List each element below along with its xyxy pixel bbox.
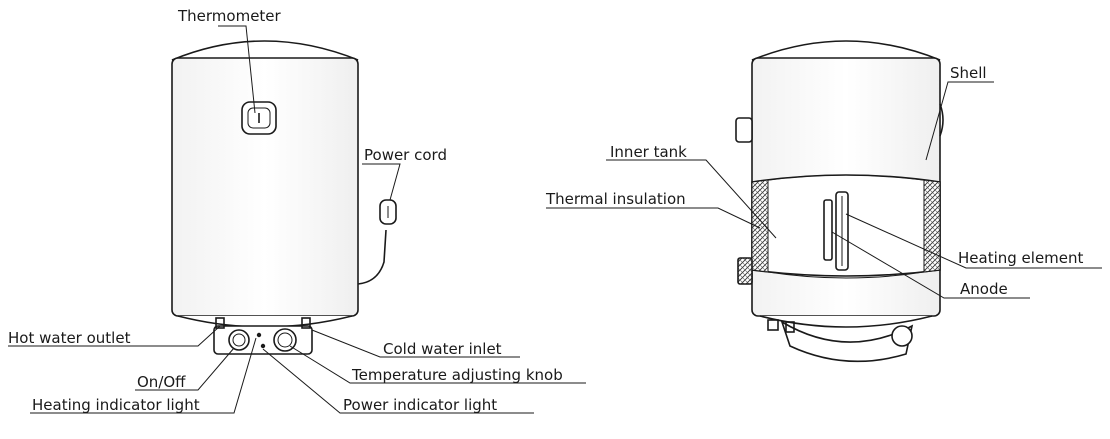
- right-labels: Shell Inner tank Thermal insulation Heat…: [545, 64, 1084, 298]
- front-view: [171, 40, 397, 355]
- inner-tank-top: [767, 174, 925, 181]
- label-temperature-adjusting-knob: Temperature adjusting knob: [351, 366, 563, 384]
- temperature-knob-inner: [277, 332, 293, 348]
- label-thermometer: Thermometer: [177, 7, 282, 25]
- power-indicator-light-icon: [260, 343, 266, 349]
- thermometer-face: [247, 107, 271, 129]
- label-anode: Anode: [960, 280, 1008, 298]
- front-body: [171, 57, 359, 317]
- anode-icon: [823, 199, 833, 261]
- thermal-insulation-right: [923, 179, 941, 273]
- label-hot-water-outlet: Hot water outlet: [8, 329, 131, 347]
- label-inner-tank: Inner tank: [610, 143, 687, 161]
- temperature-knob-icon: [273, 328, 297, 352]
- on-off-switch-icon: [228, 329, 250, 351]
- cutaway-pipe-left: [767, 319, 779, 331]
- power-cord-wire: [357, 229, 387, 285]
- left-leader-lines: [8, 25, 586, 414]
- cutaway-pipe-mid: [785, 321, 795, 333]
- heating-indicator-light-icon: [256, 332, 262, 338]
- label-on-off: On/Off: [137, 373, 186, 391]
- side-knob: [737, 257, 753, 285]
- label-power-cord: Power cord: [364, 146, 447, 164]
- cutaway-knob: [891, 325, 913, 347]
- on-off-switch-inner: [232, 333, 246, 347]
- cold-water-pipe: [301, 317, 311, 329]
- cutaway-control-housing: [780, 320, 914, 363]
- cutaway-bottom-cap: [759, 315, 933, 328]
- label-shell: Shell: [950, 64, 987, 82]
- side-thermometer: [735, 117, 753, 143]
- cutaway-top-dome: [751, 40, 941, 61]
- inner-tank-bottom: [767, 271, 925, 279]
- left-labels: Thermometer Power cord Hot water outlet …: [8, 7, 563, 414]
- hot-water-pipe: [215, 317, 225, 329]
- cutaway-view: [735, 40, 944, 363]
- label-cold-water-inlet: Cold water inlet: [383, 340, 502, 358]
- label-heating-element: Heating element: [958, 249, 1084, 267]
- right-leader-lines: [546, 81, 1102, 299]
- label-power-indicator-light: Power indicator light: [343, 396, 497, 414]
- label-thermal-insulation: Thermal insulation: [545, 190, 686, 208]
- front-top-dome: [171, 40, 359, 61]
- label-heating-indicator-light: Heating indicator light: [32, 396, 200, 414]
